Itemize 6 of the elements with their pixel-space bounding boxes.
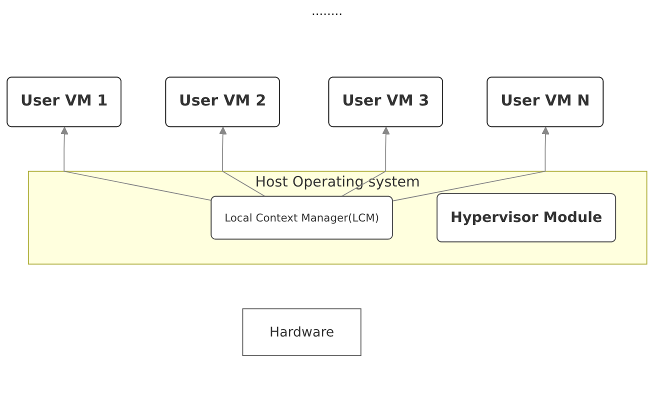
node-box: Hardware [242, 308, 362, 356]
arrow [218, 126, 266, 197]
arrow [340, 126, 390, 197]
arrow [60, 126, 212, 201]
arrow [392, 126, 550, 201]
ellipsis-note: ........ [311, 2, 343, 18]
